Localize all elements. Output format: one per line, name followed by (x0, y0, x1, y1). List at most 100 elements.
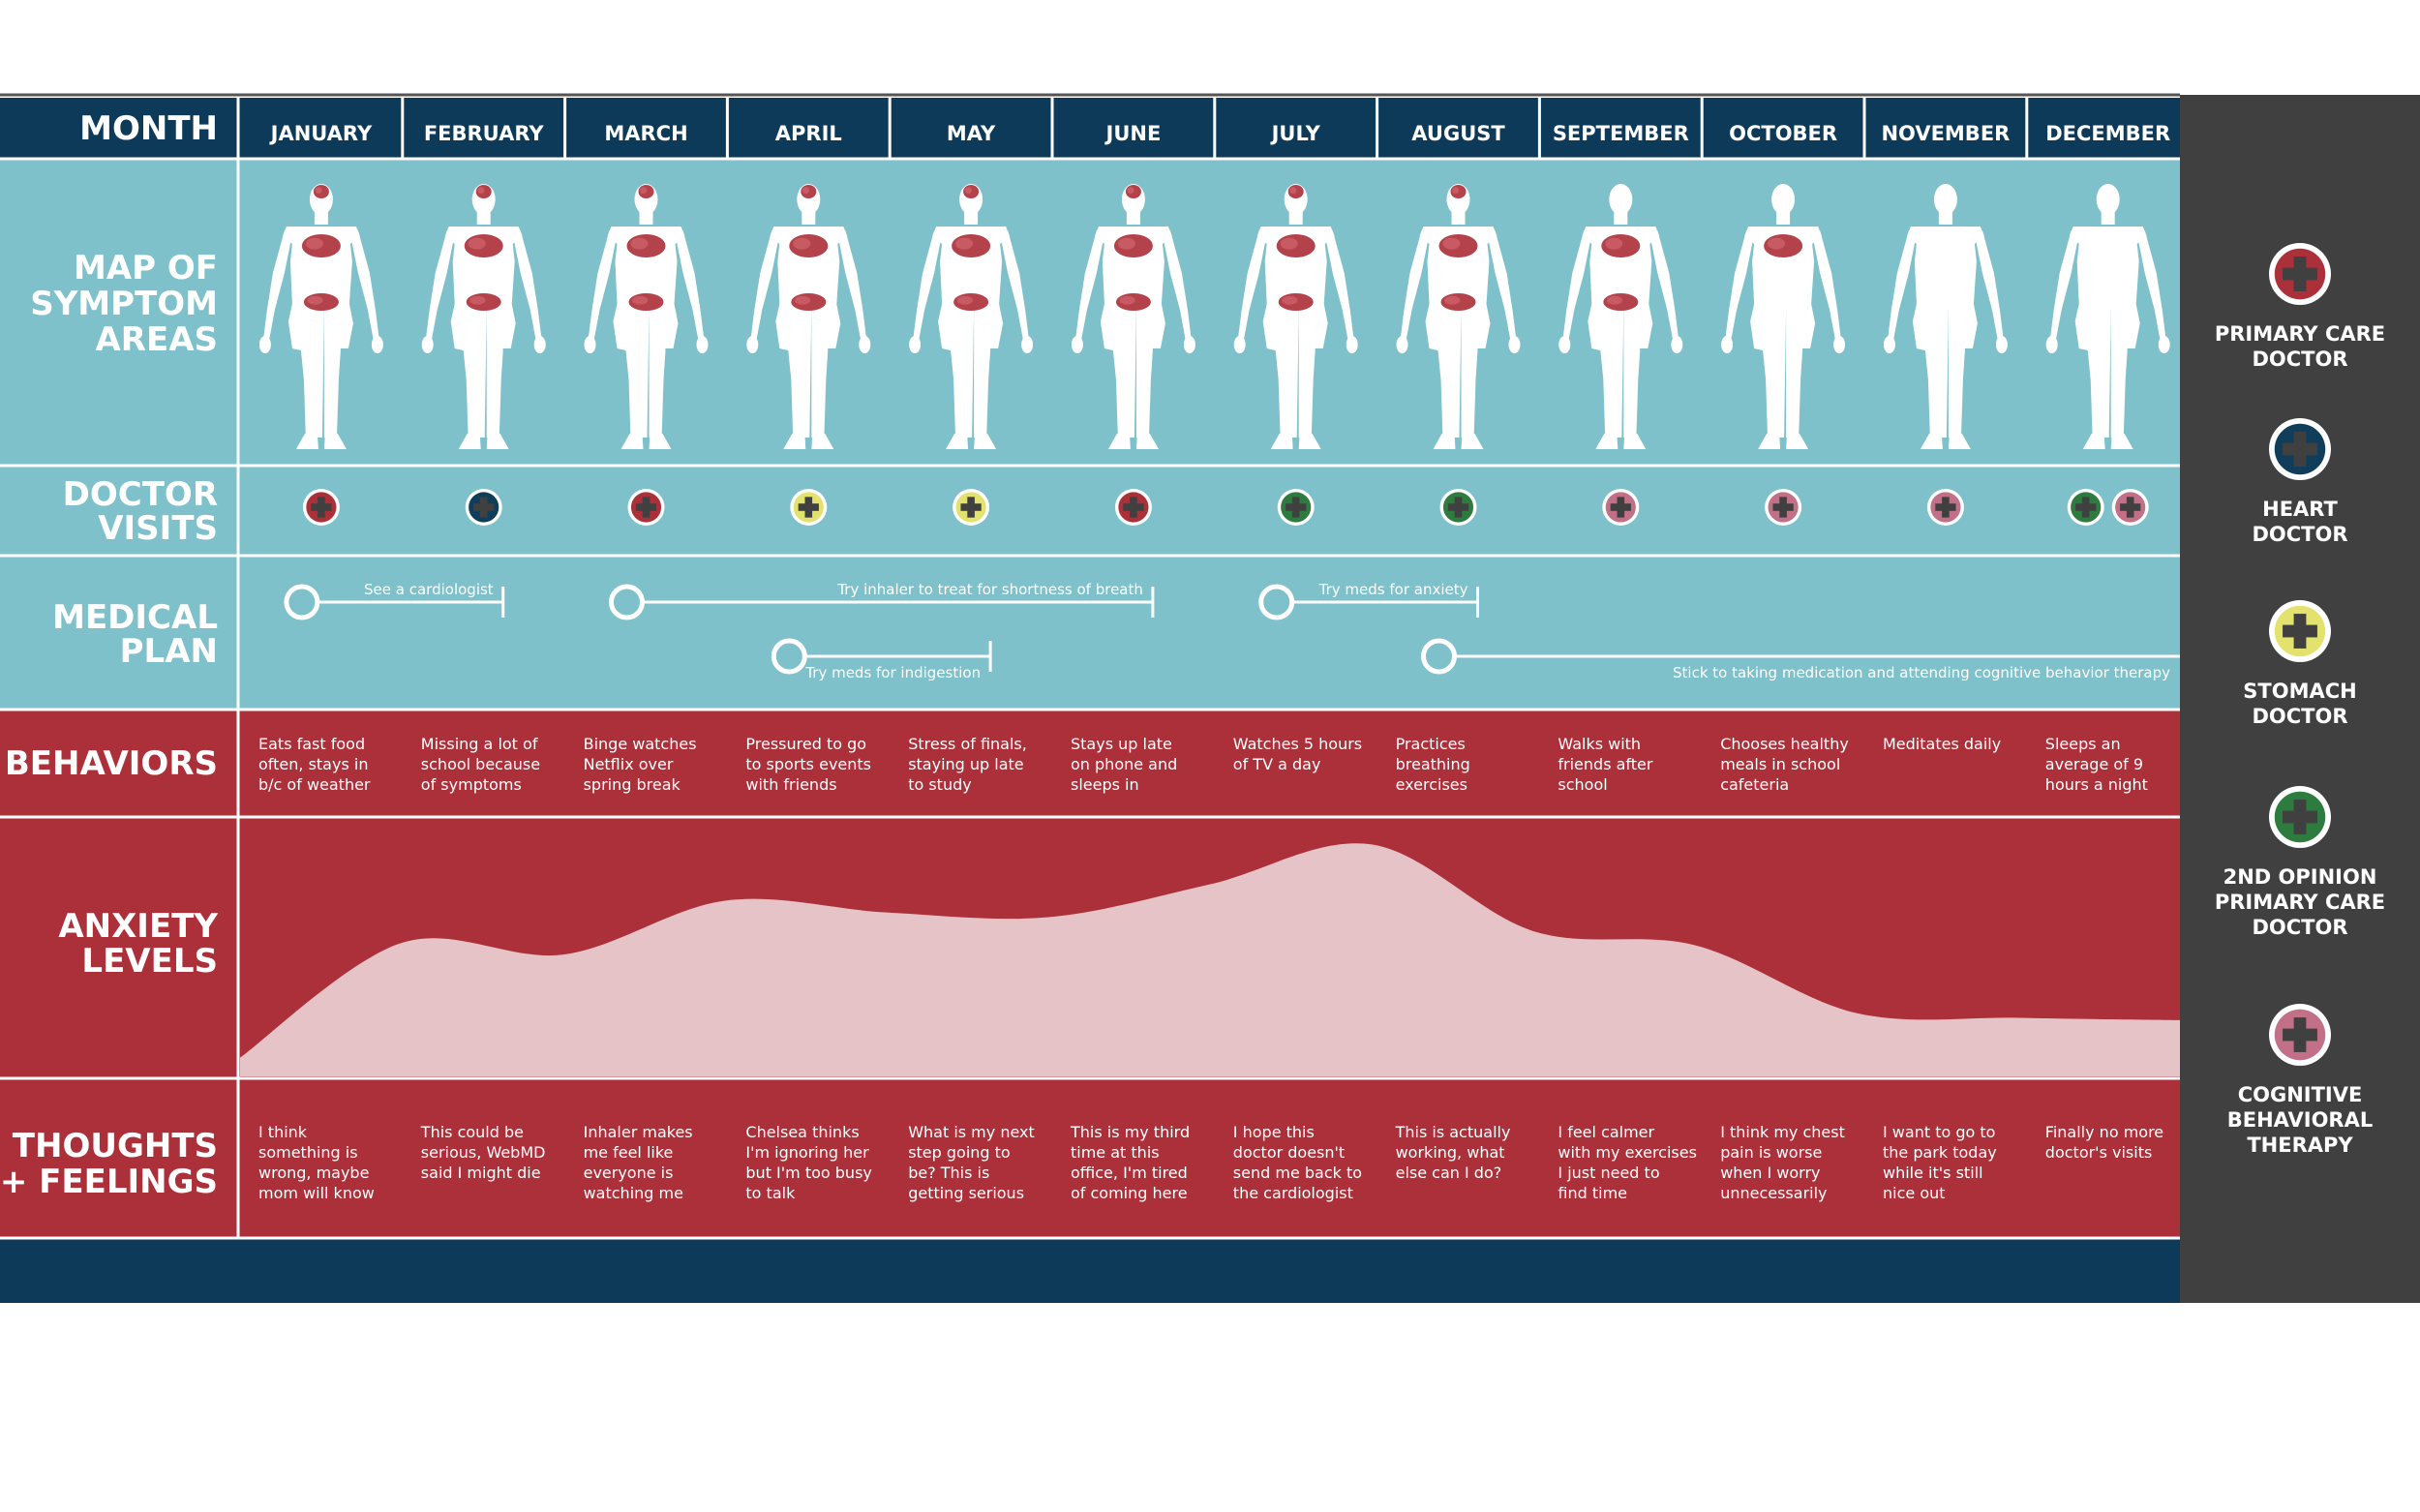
behavior-note-line: average of 9 (2045, 755, 2143, 773)
symptom-texture (1768, 237, 1786, 250)
legend-label: PRIMARY CARE (2215, 322, 2385, 346)
thought-note-line: I think (258, 1123, 308, 1141)
month-header: JULY (1270, 122, 1321, 145)
thought-note-line: Finally no more (2045, 1123, 2163, 1141)
row-label-behaviors: BEHAVIORS (5, 744, 218, 783)
symptom-body-figures (258, 184, 2170, 449)
symptom-texture (956, 295, 973, 305)
thought-note-line: said I might die (421, 1164, 541, 1182)
thought-note-line: watching me (584, 1184, 683, 1202)
cross-bar (1291, 497, 1300, 518)
symptom-texture (307, 295, 323, 305)
month-header: APRIL (775, 122, 842, 145)
thought-note-line: of coming here (1071, 1184, 1188, 1202)
row-label-symptom-map: MAP OF SYMPTOM AREAS (30, 249, 218, 359)
doctor-visit-primary-icon (1114, 489, 1152, 526)
behavior-note-line: Chooses healthy (1720, 735, 1849, 753)
symptom-texture (794, 295, 811, 305)
month-header: SEPTEMBER (1553, 122, 1689, 145)
thought-note-line: office, I'm tired (1071, 1164, 1188, 1182)
plan-label: Try inhaler to treat for shortness of br… (836, 581, 1143, 598)
symptom-texture (1127, 187, 1134, 195)
doctor-visit-second-icon (2067, 489, 2104, 526)
thought-note-line: me feel like (584, 1143, 674, 1162)
symptom-texture (640, 187, 648, 195)
row-label-line: MEDICAL (52, 598, 218, 637)
thought-note-line: mom will know (258, 1184, 375, 1202)
behavior-note-line: school (1558, 775, 1607, 794)
thought-note-line: step going to (908, 1143, 1011, 1162)
cross-bar (2293, 257, 2307, 291)
thought-note-line: getting serious (908, 1184, 1024, 1202)
cbt-doctor-icon (2269, 1004, 2331, 1066)
thought-note-line: This could be (420, 1123, 524, 1141)
cross-bar (1942, 497, 1950, 518)
plan-start-circle (609, 584, 645, 620)
plan-label: Try meds for anxiety (1318, 581, 1468, 598)
anxiety-level-chart (239, 843, 2181, 1076)
medical-plan-band (0, 557, 2180, 710)
behavior-note-line: Stress of finals, (908, 735, 1027, 753)
thought-note-line: I feel calmer (1558, 1123, 1654, 1141)
thought-note-line: the cardiologist (1233, 1184, 1353, 1202)
legend-label: 2ND OPINION (2223, 865, 2377, 889)
month-header: OCTOBER (1729, 122, 1837, 145)
behavior-note-line: Pressured to go (745, 735, 866, 753)
behavior-note-line: b/c of weather (258, 775, 371, 794)
doctor-legend: PRIMARY CAREDOCTORHEARTDOCTORSTOMACHDOCT… (2215, 243, 2385, 1157)
symptom-texture (1605, 237, 1623, 250)
symptom-texture (1280, 237, 1298, 250)
cross-bar (318, 497, 325, 518)
behavior-note-line: on phone and (1071, 755, 1177, 773)
month-header: JUNE (1104, 122, 1162, 145)
symptom-texture (955, 237, 974, 250)
thought-note-line: pain is worse (1720, 1143, 1822, 1162)
medical-plan-item: Stick to taking medication and attending… (1421, 638, 2180, 681)
row-dividers (0, 93, 2180, 1240)
legend-label: DOCTOR (2252, 916, 2347, 939)
cross-bar (2293, 1017, 2307, 1052)
heart-doctor-icon (2269, 418, 2331, 480)
behavior-note-line: Eats fast food (258, 735, 365, 753)
behavior-note-line: spring break (584, 775, 681, 794)
body-figure (1721, 184, 1846, 449)
cross-bar (1617, 497, 1625, 518)
thought-note-line: I just need to (1558, 1164, 1659, 1182)
row-label-line: DOCTOR (63, 475, 218, 514)
footer-band (0, 1238, 2180, 1303)
header-band (0, 98, 2180, 159)
row-label-line: THOUGHTS (13, 1127, 218, 1165)
legend-label: PRIMARY CARE (2215, 891, 2385, 914)
doctor-visit-heart-icon (465, 489, 502, 526)
behavior-note-line: Watches 5 hours (1233, 735, 1362, 753)
thought-note-line: send me back to (1233, 1164, 1362, 1182)
doctor-visit-stomach-icon (953, 489, 990, 526)
body-figure (1071, 184, 1195, 449)
body-figure (584, 184, 709, 449)
plan-label: Stick to taking medication and attending… (1673, 664, 2170, 681)
month-header: NOVEMBER (1881, 122, 2010, 145)
thought-note-line: the park today (1883, 1143, 1997, 1162)
plan-start-circle (284, 584, 320, 620)
thought-note-line: I want to go to (1883, 1123, 1995, 1141)
symptom-texture (315, 187, 322, 195)
anxiety-area (240, 843, 2180, 1076)
thought-note-line: to talk (745, 1184, 796, 1202)
plan-label: Try meds for indigestion (804, 664, 981, 681)
symptom-texture (793, 237, 811, 250)
behavior-note-line: school because (421, 755, 540, 773)
legend-label: THERAPY (2247, 1134, 2353, 1157)
thought-note-line: I hope this (1233, 1123, 1315, 1141)
